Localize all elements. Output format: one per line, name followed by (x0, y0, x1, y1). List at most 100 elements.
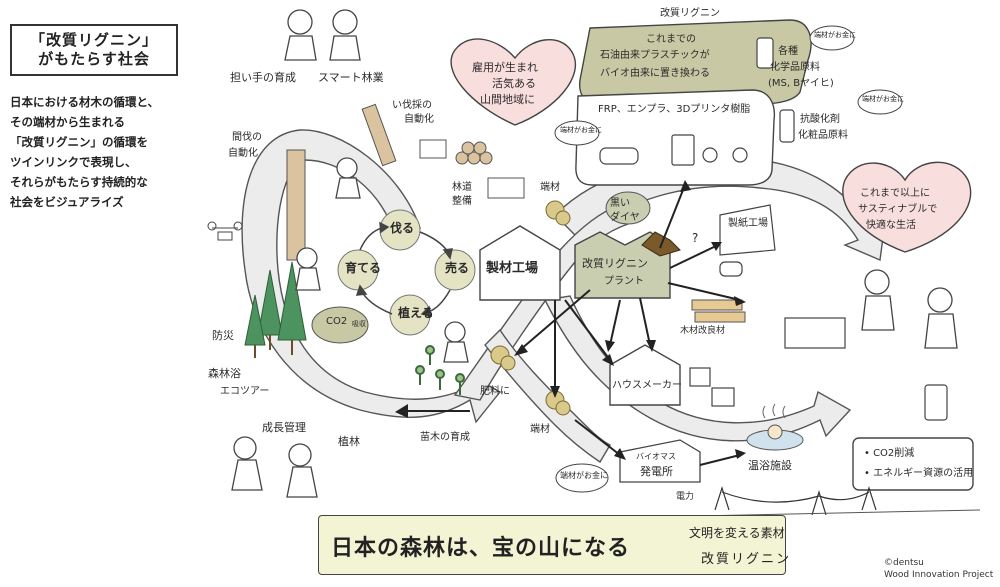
title-box: 「改質リグニン」 がもたらす社会 (10, 24, 178, 76)
intro-line: その端材から生まれる (10, 115, 125, 129)
biomass-line1: バイオマス (636, 452, 676, 461)
cycle-plant-label: 植える (398, 306, 434, 320)
training-label: 担い手の育成 (230, 71, 296, 84)
money-label: 端材がお金に (560, 126, 602, 134)
jobs-line2: 活気ある (492, 77, 536, 90)
paper-mill-building (719, 204, 776, 256)
road-line2: 整備 (452, 196, 472, 207)
banner-sub2: 改質リグニン (701, 552, 792, 567)
cut-auto-line2: 自動化 (404, 114, 434, 125)
money-label: 端材がお金に (560, 471, 608, 480)
chem-line3: (MS, Bヤイヒ) (768, 78, 834, 89)
antiox-line2: 化粧品原料 (798, 130, 848, 141)
cycle-sell-circle (434, 249, 476, 291)
co2-label: CO2 (326, 316, 348, 327)
money-label: 端材がお金に (862, 95, 904, 103)
chair-icon (711, 387, 735, 407)
cycle-cut-circle (379, 209, 421, 251)
power-label: 電力 (676, 492, 695, 502)
steam-icon (762, 403, 786, 419)
co2-sub-label: 吸収 (352, 320, 366, 328)
top-lignin-label: 改質リグニン (660, 8, 720, 19)
chem-line1: 各種 (778, 46, 798, 57)
planting-label: 植林 (338, 435, 360, 448)
cut-auto-line1: い伐採の (392, 100, 432, 111)
sustain-heart-bubble (842, 161, 972, 253)
car-icon (599, 147, 639, 165)
sawmill-building (479, 225, 561, 301)
benefit-item: • CO2削減 (864, 448, 915, 459)
replace-line1: これまでの (646, 34, 696, 45)
black-diamond-badge (605, 191, 651, 225)
money-bubbles (554, 25, 903, 493)
bottle-icon (756, 37, 774, 69)
arrowheads (395, 180, 746, 460)
thin-auto-line1: 間伐の (232, 132, 262, 143)
speaker-icon (671, 134, 695, 166)
biomass-building (619, 439, 701, 483)
power-towers-icon (714, 486, 877, 516)
benefits-box (852, 437, 974, 491)
sustain-line3: 快適な生活 (866, 220, 916, 231)
housemaker-label: ハウスメーカー (612, 380, 682, 391)
question-mark: ? (692, 231, 699, 245)
forest-bath-label: 森林浴 (208, 367, 241, 380)
disaster-label: 防災 (212, 329, 234, 342)
black-diamond-line1: 黒い (610, 198, 630, 209)
intro-line: それらがもたらす持続的な (10, 175, 148, 189)
flow-arrows (519, 184, 741, 466)
wood-board-icon (691, 299, 746, 323)
seedling-icons (415, 345, 465, 395)
kitchen-counter-icon (784, 317, 846, 349)
plant-line2: プラント (604, 276, 644, 287)
benefit-co2: CO2削減 (873, 448, 915, 459)
cycle-cut-label: 伐る (390, 221, 415, 235)
title-line2: がもたらす社会 (38, 50, 150, 68)
tree-trunks (254, 335, 293, 358)
intro-line: 「改質リグニン」の循環を (10, 135, 148, 149)
sustain-line1: これまで以上に (860, 188, 930, 199)
title-line1: 「改質リグニン」 (29, 30, 158, 49)
small-house-icon (689, 367, 711, 387)
paper-roll-icon (719, 261, 743, 277)
sawmill-label: 製材工場 (486, 261, 539, 276)
harvester-machine (419, 139, 447, 159)
intro-line: ツインリンクで表現し、 (10, 155, 137, 169)
money-label: 端材がお金に (814, 31, 856, 39)
jobs-line1: 雇用が生まれ (472, 61, 538, 74)
bather-head (767, 424, 783, 440)
co2-bubble (311, 306, 369, 344)
hot-spring-label: 温浴施設 (748, 459, 792, 472)
bottom-banner: 日本の森林は、宝の山になる 文明を変える素材 改質リグニン (318, 515, 789, 575)
benefit-item: • エネルギー資源の活用 (864, 468, 974, 479)
black-diamond-line2: ダイヤ (610, 212, 640, 223)
biomass-line2: 発電所 (640, 465, 673, 478)
credit-line2: Wood Innovation Project (884, 570, 994, 580)
cycle-sell-label: 売る (445, 261, 470, 275)
intro-text: 日本における材木の循環と、 その端材から生まれる 「改質リグニン」の循環を ツイ… (10, 92, 225, 212)
intro-line: 社会をビジュアライズ (10, 195, 124, 209)
smart-forestry-label: スマート林業 (318, 71, 384, 84)
felled-trunk (361, 103, 397, 167)
sustain-line2: サスティナブルで (858, 204, 938, 215)
antiox-line1: 抗酸化剤 (800, 114, 840, 125)
credit: ©dentsu Wood Innovation Project (884, 557, 993, 581)
intro-line: 日本における材木の循環と、 (10, 95, 160, 109)
cosmetic-bottle-icon (779, 109, 795, 143)
cycle-circles (337, 209, 476, 336)
workers-illustration (231, 9, 958, 498)
cycle-arrows (355, 221, 453, 317)
cycle-grow-label: 育てる (345, 261, 382, 275)
benefit-energy: エネルギー資源の活用 (873, 468, 974, 479)
offcut-bottom-label: 端材 (530, 424, 550, 435)
seedling-label: 苗木の育成 (420, 432, 470, 443)
heater-icon (924, 384, 948, 421)
jobs-line3: 山間地域に (480, 93, 535, 106)
log-pile-icon (455, 141, 493, 165)
credit-line1: ©dentsu (884, 558, 924, 568)
eco-tour-label: エコツアー (220, 386, 270, 397)
frp-label: FRP、エンプラ、3Dプリンタ樹脂 (598, 104, 751, 115)
replace-line3: バイオ由来に置き換わる (600, 68, 710, 79)
thinning-trunk (286, 149, 306, 261)
replace-line2: 石油由来プラスチックが (600, 50, 710, 61)
